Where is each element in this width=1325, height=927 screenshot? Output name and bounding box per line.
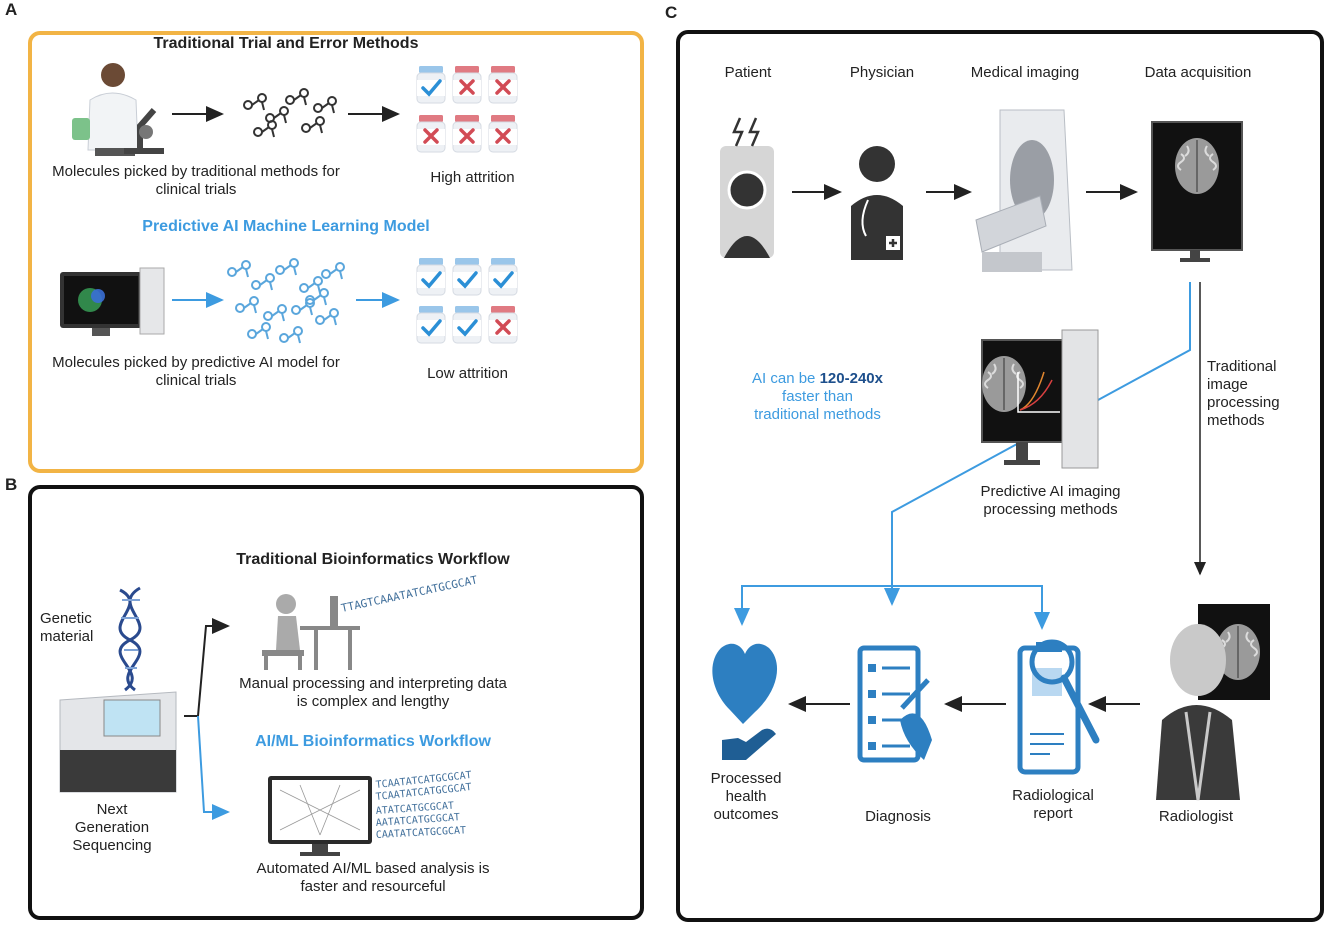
ai-speed-suffix2: traditional methods <box>754 406 881 423</box>
computer-ai-icon <box>60 267 165 336</box>
traditional-image-label: Traditional image processing methods <box>1207 358 1280 429</box>
scientist-icon <box>72 63 139 156</box>
genetic-material-label: Genetic material <box>40 610 94 645</box>
microscope-icon <box>124 108 164 154</box>
dna-helix-icon <box>118 586 142 692</box>
bottles-high-attrition-icon <box>416 65 518 153</box>
panel-c-frame <box>676 30 1324 922</box>
ai-speed-note: AI can be 120-240x faster than tradition… <box>740 370 895 424</box>
ngs-label: Next Generation Sequencing <box>72 801 152 854</box>
mri-scanner-icon <box>975 109 1073 272</box>
patient-label: Patient <box>724 64 772 81</box>
bottles-low-attrition-icon <box>416 257 518 344</box>
panel-a-frame <box>28 31 644 473</box>
predictive-ai-computer-icon <box>981 329 1099 469</box>
high-attrition-label: High attrition <box>430 169 515 186</box>
acquisition-monitor-icon <box>1151 121 1243 262</box>
medical-imaging-label: Medical imaging <box>970 64 1080 81</box>
molecules-traditional-icon <box>243 88 337 138</box>
panel-b-ai-title: AI/ML Bioinformatics Workflow <box>255 733 491 750</box>
radiologist-label: Radiologist <box>1158 808 1234 825</box>
manual-processing-caption: Manual processing and interpreting data … <box>239 675 507 710</box>
panel-a-letter: A <box>5 0 18 19</box>
ai-molecules-caption: Molecules picked by predictive AI model … <box>52 354 340 389</box>
ai-speed-value: 120-240x <box>819 370 883 387</box>
panel-b-letter: B <box>5 475 18 494</box>
dna-sequence-text: TTAGTCAAATATCATGCGCAT <box>340 573 479 615</box>
radiological-report-label: Radiological report <box>1012 787 1094 822</box>
physician-icon <box>851 146 903 260</box>
ai-sequences-text: TCAATATCATGCGCAT TCAATATCATGCGCAT ATATCA… <box>375 770 472 841</box>
traditional-molecules-caption: Molecules picked by traditional methods … <box>52 163 340 198</box>
ai-speed-suffix1: faster than <box>782 388 853 405</box>
panel-a-traditional-title: Traditional Trial and Error Methods <box>153 35 419 52</box>
branch-arrows <box>184 618 230 820</box>
diagnosis-icon <box>857 645 932 763</box>
processed-outcomes-label: Processed health outcomes <box>710 770 782 823</box>
molecules-ai-icon <box>227 258 345 344</box>
panel-b-traditional-title: Traditional Bioinformatics Workflow <box>236 551 510 568</box>
automated-analysis-caption: Automated AI/ML based analysis is faster… <box>256 860 490 895</box>
low-attrition-label: Low attrition <box>427 365 508 382</box>
ai-sequence-line: CAATATCATGCGCAT <box>376 825 467 841</box>
predictive-ai-label: Predictive AI imaging processing methods <box>980 483 1121 518</box>
health-heart-hand-icon <box>712 643 778 760</box>
panel-c-letter: C <box>665 3 678 22</box>
ai-speed-prefix: AI can be <box>752 370 816 387</box>
ai-monitor-icon <box>268 776 372 856</box>
ai-sequence-line: ATATCATGCGCAT <box>375 801 454 817</box>
diagnosis-label: Diagnosis <box>865 808 931 825</box>
panel-b-frame <box>28 485 644 920</box>
sequencer-icon <box>59 691 177 793</box>
panel-a-ai-title: Predictive AI Machine Learning Model <box>142 218 430 235</box>
physician-label: Physician <box>849 64 915 81</box>
manual-worker-icon <box>262 594 360 670</box>
patient-icon <box>720 117 774 258</box>
data-acquisition-label: Data acquisition <box>1144 64 1252 81</box>
radiologist-icon <box>1156 604 1270 801</box>
radiological-report-icon <box>1017 639 1100 775</box>
